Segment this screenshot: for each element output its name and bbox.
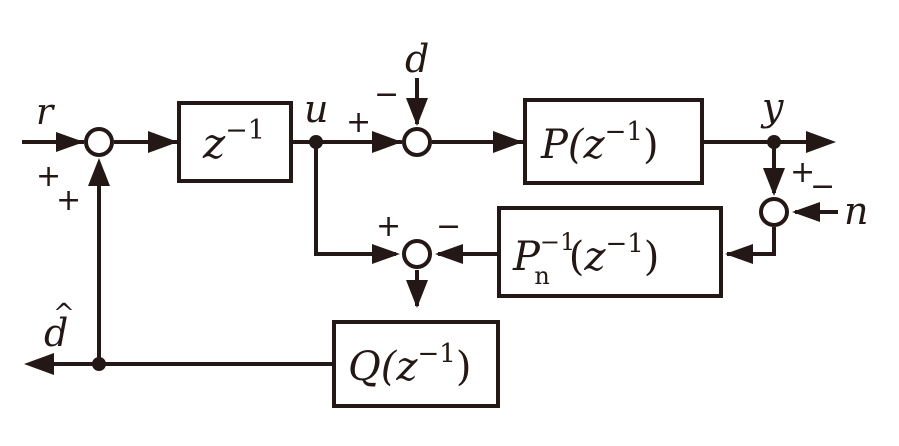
delay-label: z−1 <box>202 115 265 168</box>
branch-node-u <box>309 135 323 149</box>
arrowhead-to-delay <box>148 131 178 153</box>
sign-sum1-top: + <box>36 159 61 194</box>
arrowhead-to-filter <box>406 280 428 308</box>
arrowhead-y-to-sum4 <box>763 168 785 196</box>
sign-sum3-left: + <box>376 209 401 244</box>
sign-sum1-bottom: + <box>56 183 81 218</box>
signal-d-label: d <box>405 37 429 81</box>
sign-sum3-right: − <box>436 209 461 244</box>
summing-junction-3 <box>402 239 432 269</box>
arrowhead-to-sum2-left <box>372 131 402 153</box>
arrowhead-y-output <box>806 131 836 153</box>
signal-y-label: y <box>760 85 784 129</box>
sign-sum2-top: − <box>374 77 399 112</box>
sign-sum4-top: + <box>790 155 815 190</box>
arrowhead-inverse-to-sum3 <box>435 244 463 264</box>
arrowhead-dhat-output <box>24 353 54 375</box>
sign-sum2-left: + <box>346 105 371 140</box>
plant-label: P(z−1) <box>540 117 659 168</box>
wire-u-to-sum3 <box>314 142 396 256</box>
branch-node-y <box>767 135 781 149</box>
arrowhead-to-plant <box>493 131 523 153</box>
arrowhead-n-to-sum4 <box>792 202 820 222</box>
inverse-model-block <box>497 206 723 298</box>
arrowhead-u-to-sum3 <box>372 244 400 264</box>
sign-sum4-right: − <box>810 169 835 204</box>
signal-dhat-label: d <box>44 311 68 355</box>
arrowhead-feedback-to-sum1 <box>88 158 110 186</box>
branch-node-dhat <box>92 357 106 371</box>
plant-block <box>523 98 704 185</box>
arrowhead-to-inverse <box>725 244 753 264</box>
summing-junction-4 <box>759 197 789 227</box>
filter-block <box>332 320 500 408</box>
summing-junction-1 <box>84 127 114 157</box>
arrowhead-d-to-sum2 <box>406 98 428 126</box>
signal-n-label: n <box>844 189 868 233</box>
filter-label: Q(z−1) <box>348 339 471 390</box>
arrowhead-to-sum1 <box>56 132 84 152</box>
signal-u-label: u <box>304 87 328 131</box>
delay-block <box>177 101 293 183</box>
signal-dhat-hat: ^ <box>53 299 75 329</box>
signal-r-label: r <box>36 92 55 133</box>
summing-junction-2 <box>402 127 432 157</box>
